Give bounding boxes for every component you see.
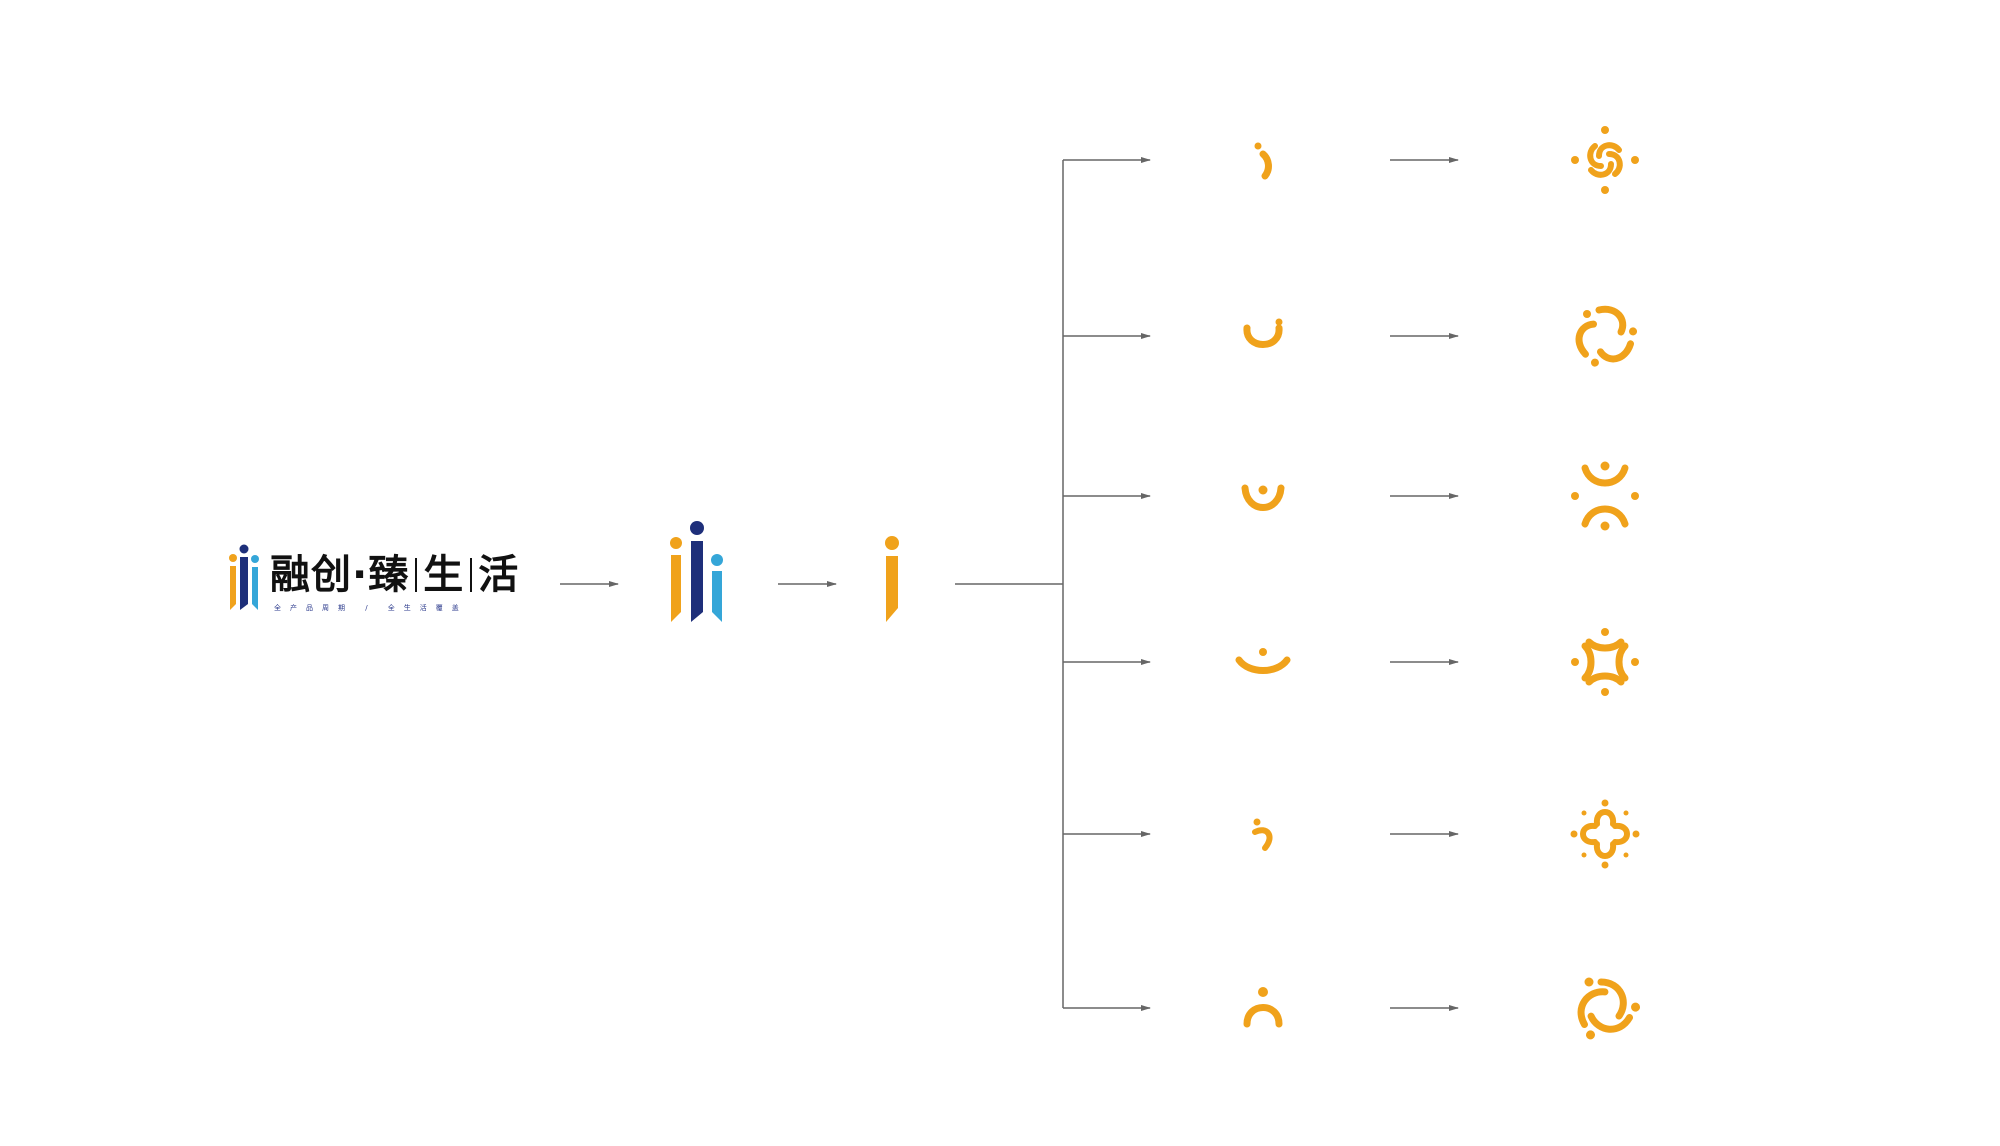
brand-slogan: 全产品周期 / 全生活覆盖 [274, 604, 468, 612]
hook-icon [1252, 818, 1273, 851]
variant-row [1063, 126, 1639, 194]
variant-row [1063, 461, 1639, 531]
brand-name-part3: 生 [423, 552, 465, 598]
brand-separator [415, 558, 418, 592]
brand-name-part1: 融创 [270, 552, 352, 598]
brand-separator [470, 558, 473, 592]
single-i-icon [885, 536, 899, 622]
brand-name-dot: · [352, 552, 369, 598]
variant-row [1063, 628, 1639, 696]
brand-name-part4: 活 [478, 552, 520, 598]
loop-icon [1575, 305, 1638, 367]
variant-row [1063, 977, 1641, 1040]
spiral-icon [1577, 977, 1641, 1040]
branch-connector [955, 160, 1064, 1008]
arc-icon [1254, 142, 1272, 180]
three-bar-mark-icon [670, 521, 723, 622]
variant-row [1063, 799, 1640, 869]
cup-icon [1243, 318, 1283, 348]
smile-dot-icon [1241, 484, 1285, 511]
swirl-icon [1571, 126, 1639, 194]
variant-rows [1063, 126, 1641, 1040]
star-frame-icon [1571, 628, 1639, 696]
brand-name: 融创·臻生活 [270, 550, 519, 600]
variant-row [1063, 305, 1638, 367]
figures-icon [1571, 461, 1639, 531]
clover-icon [1570, 799, 1640, 869]
person-arc-icon [1243, 987, 1283, 1028]
wide-smile-icon [1235, 648, 1291, 674]
brand-name-part2: 臻 [368, 552, 410, 598]
brand-logo-mark-icon [229, 544, 259, 610]
